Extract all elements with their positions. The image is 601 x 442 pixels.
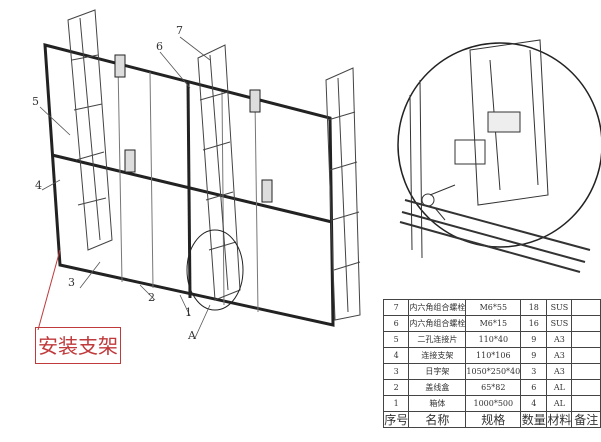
table-cell: 65*82 xyxy=(465,379,522,396)
table-cell: 110*40 xyxy=(465,331,522,348)
table-cell xyxy=(571,315,601,332)
table-cell: 3 xyxy=(382,363,410,380)
table-header-row: 序号名称规格数量材料备注 xyxy=(382,411,601,428)
callout-1: 1 xyxy=(185,306,192,319)
table-cell: 箱体 xyxy=(408,395,467,412)
table-cell: M6*15 xyxy=(465,315,522,332)
table-cell: 110*106 xyxy=(465,347,522,364)
table-cell: A3 xyxy=(546,363,573,380)
cabinet-horizontal-seam xyxy=(51,153,333,224)
table-cell: 备注 xyxy=(571,411,601,428)
table-cell: A3 xyxy=(546,331,573,348)
table-cell: AL xyxy=(546,395,573,412)
table-cell: 1050*250*40 xyxy=(465,363,522,380)
detail-marker-a xyxy=(186,229,244,311)
mounting-bracket-label: 安装支架 xyxy=(35,327,121,364)
callout-6: 6 xyxy=(156,40,163,53)
table-cell xyxy=(571,331,601,348)
cabinet-panel-lines xyxy=(117,63,259,313)
ladder-bracket xyxy=(197,44,241,301)
ladder-bracket xyxy=(67,9,113,251)
cable-box xyxy=(249,89,261,113)
cabinet-vertical-seam xyxy=(186,81,192,299)
table-cell: 16 xyxy=(520,315,548,332)
table-cell: 6 xyxy=(520,379,548,396)
cable-box xyxy=(261,179,273,203)
table-cell xyxy=(571,379,601,396)
table-cell xyxy=(571,395,601,412)
table-cell: 序号 xyxy=(382,411,410,428)
table-cell: 内六角组合螺栓 xyxy=(408,315,467,332)
callout-5: 5 xyxy=(32,95,39,108)
callout-2: 2 xyxy=(148,291,155,304)
detail-view-parts xyxy=(399,39,591,273)
table-cell xyxy=(571,363,601,380)
table-cell xyxy=(571,299,601,316)
detail-view-circle xyxy=(397,42,601,248)
table-cell: 4 xyxy=(382,347,410,364)
callout-7: 7 xyxy=(176,24,183,37)
table-cell: SUS xyxy=(546,315,573,332)
table-cell: 规格 xyxy=(465,411,522,428)
table-cell: 名称 xyxy=(408,411,467,428)
table-cell: SUS xyxy=(546,299,573,316)
cable-box xyxy=(114,54,126,78)
callout-a: A xyxy=(188,329,196,342)
table-cell: A3 xyxy=(546,347,573,364)
table-cell: 7 xyxy=(382,299,410,316)
table-cell: 6 xyxy=(382,315,410,332)
table-cell: 数量 xyxy=(520,411,548,428)
cable-box xyxy=(124,149,136,173)
table-cell: 材料 xyxy=(546,411,573,428)
table-cell: 1000*500 xyxy=(465,395,522,412)
table-cell: 内六角组合螺栓 xyxy=(408,299,467,316)
table-cell: 日字架 xyxy=(408,363,467,380)
table-cell: 9 xyxy=(520,347,548,364)
table-cell: 1 xyxy=(382,395,410,412)
table-cell: 2 xyxy=(382,379,410,396)
table-cell: 5 xyxy=(382,331,410,348)
table-cell: 9 xyxy=(520,331,548,348)
table-cell xyxy=(571,347,601,364)
table-cell: 3 xyxy=(520,363,548,380)
table-cell: 连接支架 xyxy=(408,347,467,364)
callout-4: 4 xyxy=(35,179,42,192)
cabinet-wall-outline xyxy=(43,43,335,327)
ladder-bracket xyxy=(325,67,361,321)
callout-3: 3 xyxy=(68,276,75,289)
leader-lines xyxy=(39,36,211,339)
table-cell: 盖线盒 xyxy=(408,379,467,396)
label-leader xyxy=(37,249,61,331)
table-cell: 4 xyxy=(520,395,548,412)
table-cell: M6*55 xyxy=(465,299,522,316)
table-cell: 18 xyxy=(520,299,548,316)
table-cell: 二孔连接片 xyxy=(408,331,467,348)
table-cell: AL xyxy=(546,379,573,396)
